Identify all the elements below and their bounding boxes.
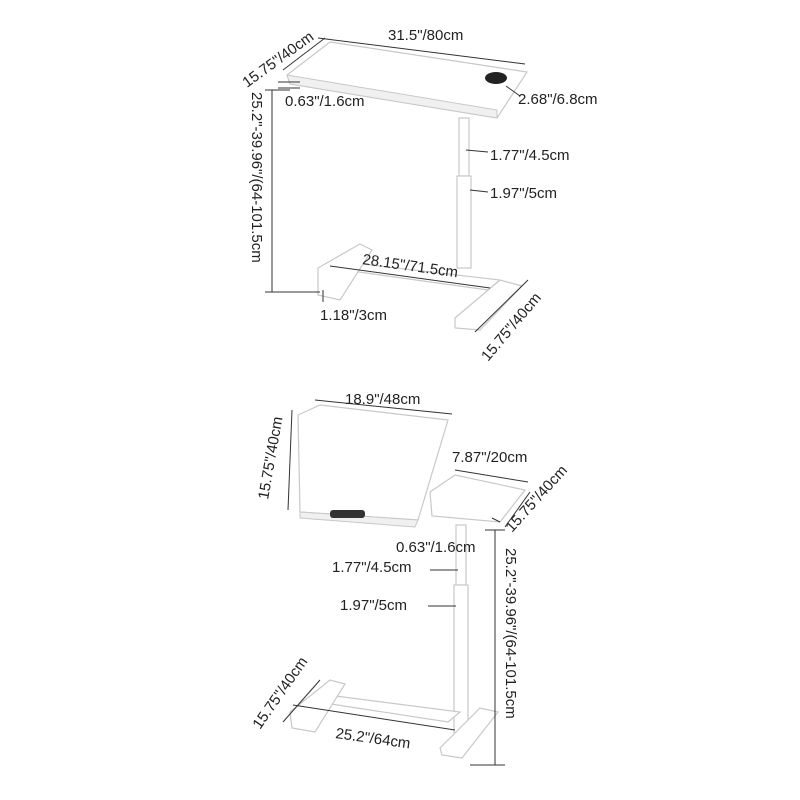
foot-height-label: 1.18"/3cm: [320, 307, 387, 324]
height-range-label: 25.2"-39.96"/(64-101.5cm: [248, 92, 265, 263]
top-width-label: 31.5"/80cm: [388, 27, 463, 44]
side-top-width-label: 7.87"/20cm: [452, 449, 527, 466]
upper-column: [458, 117, 470, 177]
top-thickness-label: 0.63"/1.6cm: [285, 93, 365, 110]
desk-top-edge: [286, 74, 498, 119]
left-foot: [289, 679, 346, 733]
bottom-desk-dimension-lines: [282, 399, 531, 766]
top-thickness-label: 0.63"/1.6cm: [396, 539, 476, 556]
height-range-label: 25.2"-39.96"/(64-101.5cm: [502, 548, 519, 719]
top-desk-dimension-lines: [265, 37, 529, 333]
lower-column-label: 1.97"/5cm: [490, 185, 557, 202]
main-top-depth-label: 15.75"/40cm: [255, 415, 286, 500]
right-foot: [454, 279, 524, 331]
top-desk-illustration: [286, 41, 529, 331]
base-length-label: 25.2"/64cm: [334, 725, 411, 752]
side-top: [429, 474, 527, 523]
tilting-main-top: [297, 404, 449, 521]
right-foot: [439, 707, 500, 759]
main-top-width-label: 18.9"/48cm: [345, 391, 420, 408]
bottom-desk-illustration: [289, 404, 527, 759]
upper-column-label: 1.77"/4.5cm: [332, 559, 412, 576]
lower-column: [456, 175, 472, 269]
grommet-label: 2.68"/6.8cm: [518, 91, 598, 108]
grommet-icon: [485, 72, 507, 84]
left-foot: [317, 243, 373, 301]
lower-column-label: 1.97"/5cm: [340, 597, 407, 614]
main-top-edge: [299, 511, 419, 528]
pen-ledge-slot: [330, 510, 365, 518]
upper-column-label: 1.77"/4.5cm: [490, 147, 570, 164]
